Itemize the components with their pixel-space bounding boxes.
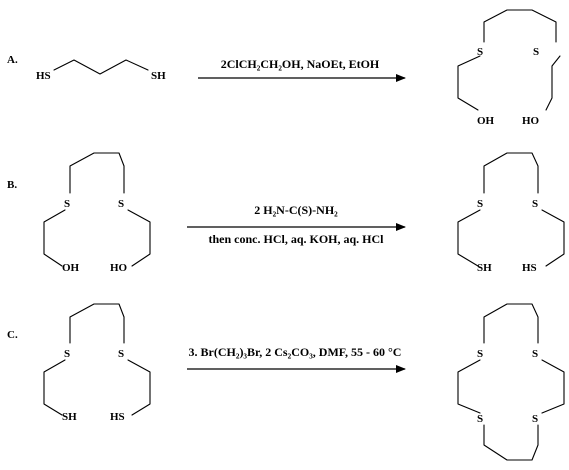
step-a-label: A.: [7, 54, 18, 66]
step-c: C. S S SH HS 3. Br(CH₂)₃Br, 2 Cs₂CO₃, DM…: [7, 303, 565, 461]
step-c-label: C.: [7, 329, 18, 341]
left-bridge: [457, 359, 481, 414]
sulfur-right: S: [118, 198, 124, 210]
reaction-arrow-b: 2 H₂N-C(S)-NH₂ then conc. HCl, aq. KOH, …: [187, 203, 406, 246]
right-bridge: [541, 359, 565, 414]
propylene-bridge: [69, 303, 125, 344]
tetrathiacyclohexadecane-product: S S S S: [457, 303, 565, 461]
carbon-chain: [53, 59, 149, 75]
sulfur-right: S: [118, 348, 124, 360]
propanedithiol-molecule: HS SH: [36, 59, 166, 82]
left-arm: [43, 209, 66, 267]
hydroxyl-right: HO: [522, 115, 540, 127]
sulfur-bottom-left: S: [477, 413, 483, 425]
hydroxyl-left: OH: [477, 115, 495, 127]
left-arm: [43, 359, 66, 416]
propylene-bridge: [483, 152, 539, 194]
right-arm: [545, 55, 561, 111]
left-arm: [457, 55, 481, 111]
step-a: A. HS SH 2ClCH₂CH₂OH, NaOEt, EtOH S S OH…: [7, 9, 561, 127]
sulfur-right: S: [532, 198, 538, 210]
reaction-arrow-a: 2ClCH₂CH₂OH, NaOEt, EtOH: [198, 57, 406, 82]
reaction-arrow-c: 3. Br(CH₂)₃Br, 2 Cs₂CO₃, DMF, 55 - 60 °C: [187, 345, 406, 373]
conditions-b-bottom: then conc. HCl, aq. KOH, aq. HCl: [208, 232, 384, 246]
propylene-bridge: [69, 152, 125, 194]
hydroxyl-left: OH: [62, 262, 80, 274]
conditions-c: 3. Br(CH₂)₃Br, 2 Cs₂CO₃, DMF, 55 - 60 °C: [189, 345, 402, 359]
sulfur-left: S: [64, 348, 70, 360]
sulfur-top-left: S: [477, 348, 483, 360]
diol-product: S S OH HO: [457, 9, 561, 127]
thiol-right: HS: [110, 411, 125, 423]
dithiol-reactant: S S SH HS: [43, 303, 151, 423]
sulfur-right: S: [533, 46, 539, 58]
left-arm: [457, 209, 481, 267]
thiol-right: HS: [522, 262, 537, 274]
thiol-left: SH: [477, 262, 492, 274]
conditions-a: 2ClCH₂CH₂OH, NaOEt, EtOH: [221, 57, 380, 71]
sulfur-left: S: [64, 198, 70, 210]
step-b-label: B.: [7, 179, 17, 191]
right-arm: [127, 359, 151, 416]
hydroxyl-right: HO: [110, 262, 128, 274]
sulfur-bottom-right: S: [532, 413, 538, 425]
thiol-group-left: HS: [36, 70, 51, 82]
right-arm: [127, 209, 151, 267]
sulfur-top-right: S: [532, 348, 538, 360]
bottom-bridge: [483, 424, 539, 461]
step-b: B. S S OH HO 2 H₂N-C(S)-NH₂ then conc. H…: [7, 152, 565, 274]
diol-reactant: S S OH HO: [43, 152, 151, 274]
thiol-left: SH: [62, 411, 77, 423]
top-bridge: [483, 303, 539, 344]
thiol-group-right: SH: [151, 70, 166, 82]
conditions-b-top: 2 H₂N-C(S)-NH₂: [254, 203, 338, 217]
dithiol-product: S S SH HS: [457, 152, 565, 274]
sulfur-left: S: [477, 46, 483, 58]
propylene-bridge: [483, 9, 557, 43]
right-arm: [541, 209, 565, 267]
sulfur-left: S: [477, 198, 483, 210]
